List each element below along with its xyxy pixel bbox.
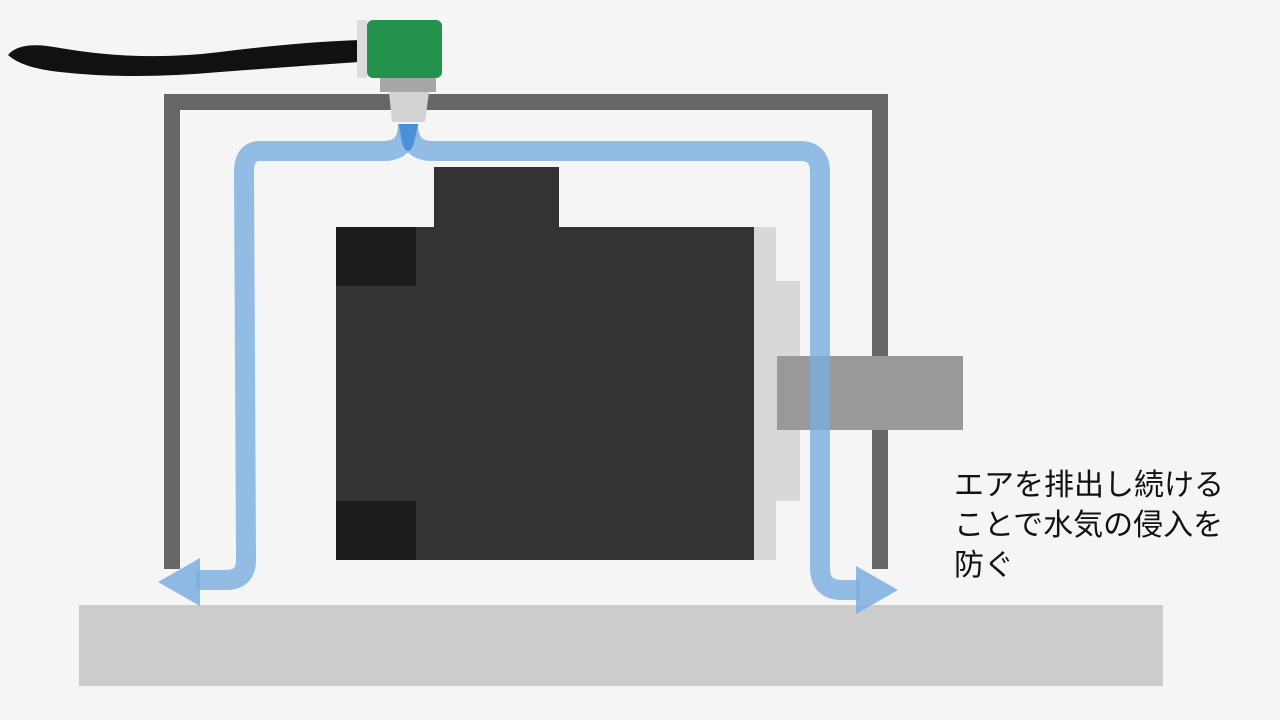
caption-line-2: ことで水気の侵入を <box>954 508 1224 543</box>
motor-shaft <box>777 356 963 430</box>
motor-foot-top <box>336 227 416 286</box>
protective-cover <box>164 94 888 569</box>
air-jet <box>399 124 418 151</box>
air-flow-right <box>398 123 860 600</box>
connector-plate <box>380 78 436 92</box>
caption: エアを排出し続ける ことで水気の侵入を 防ぐ <box>954 466 1254 586</box>
motor-terminal-box <box>434 167 559 229</box>
arrow-right-icon <box>856 566 898 614</box>
air-supply <box>8 20 442 122</box>
air-flow-left <box>196 123 418 590</box>
connector-collar <box>357 20 367 78</box>
motor <box>336 167 963 560</box>
arrow-left-icon <box>158 558 200 606</box>
caption-line-3: 防ぐ <box>954 548 1014 583</box>
air-connector <box>367 20 442 78</box>
motor-flange-outer <box>754 227 776 560</box>
caption-line-1: エアを排出し続ける <box>954 468 1224 503</box>
air-hose <box>8 40 360 76</box>
air-fitting-icon <box>389 92 429 122</box>
floor-base <box>79 605 1163 686</box>
motor-foot-bottom <box>336 501 416 560</box>
air-flow <box>158 123 898 614</box>
